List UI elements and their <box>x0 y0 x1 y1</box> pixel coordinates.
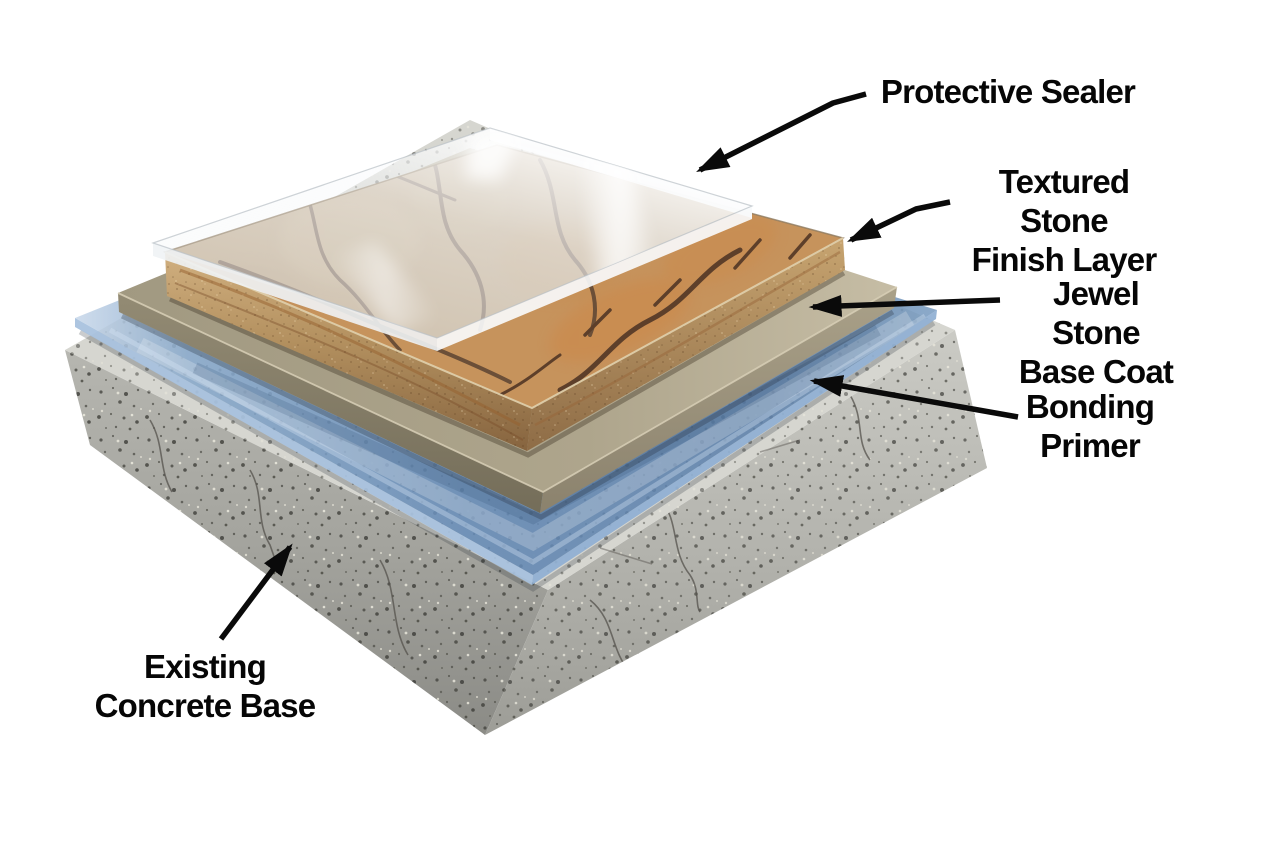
arrow-protective-sealer <box>696 91 867 173</box>
stone-exposed-strip <box>165 206 843 408</box>
label-existing-concrete-base: Existing Concrete Base <box>94 648 317 724</box>
label-jewel-stone-base-coat: Jewel Stone Base Coat <box>1018 275 1174 390</box>
label-textured-stone-finish: Textured Stone Finish Layer <box>971 163 1158 278</box>
base-coat-left-face <box>118 293 543 513</box>
sealer-front-left-edge <box>153 243 437 351</box>
primer-front-left-edge <box>75 318 533 585</box>
base-coat-right-face <box>540 287 897 513</box>
label-bonding-primer: Bonding Primer <box>1025 388 1155 464</box>
arrow-textured-stone <box>847 199 951 243</box>
concrete-cracks <box>149 394 871 673</box>
callout-arrows <box>218 91 1019 641</box>
arrow-bonding-primer <box>809 375 1019 420</box>
label-protective-sealer: Protective Sealer <box>880 73 1136 110</box>
arrow-existing-concrete <box>218 543 293 641</box>
sealer-front-right-edge <box>437 206 752 351</box>
protective-sealer-layer <box>151 127 754 351</box>
arrow-jewel-stone-base <box>808 294 1001 317</box>
